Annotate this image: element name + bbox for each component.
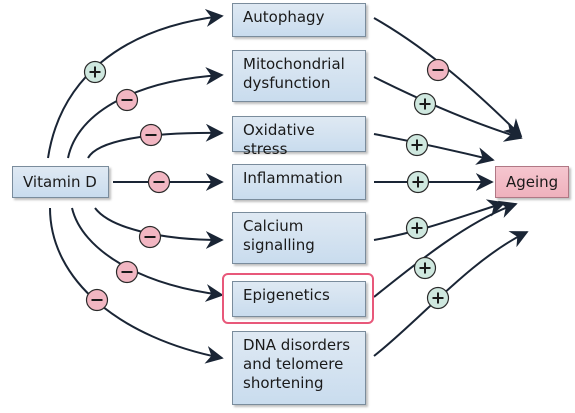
minus-sign-out-autophagy — [426, 58, 450, 82]
mechanism-mitochondrial-dysfunction: Mitochondrial dysfunction — [232, 50, 366, 102]
minus-sign-in-mito — [115, 88, 139, 112]
arrow-epigenetics-to-ageing — [373, 200, 518, 298]
plus-sign-out-calcium — [405, 216, 429, 240]
arrow-dna-to-ageing — [373, 231, 529, 357]
plus-sign-out-inflammation — [406, 170, 430, 194]
mechanism-label: Mitochondrial dysfunction — [243, 55, 345, 92]
minus-sign-in-oxidative — [139, 123, 163, 147]
mechanism-epigenetics: Epigenetics — [232, 281, 366, 317]
minus-sign-in-calcium — [138, 225, 162, 249]
vitamin-d-node: Vitamin D — [12, 166, 109, 198]
mechanism-label: Autophagy — [243, 8, 325, 26]
minus-sign-in-epigenetics — [115, 260, 139, 284]
mechanism-dna-disorders: DNA disorders and telomere shortening — [232, 331, 366, 405]
mechanism-inflammation: Inflammation — [232, 164, 366, 200]
sign-layer — [83, 58, 450, 312]
mechanism-label: Inflammation — [243, 169, 343, 187]
plus-sign-out-mito — [413, 92, 437, 116]
arrow-vitamin-d-to-oxidative — [87, 123, 224, 159]
arrow-vitamin-d-to-mito — [67, 67, 224, 159]
arrow-vitamin-d-to-epigenetics — [71, 207, 224, 302]
plus-sign-out-epigenetics — [413, 256, 437, 280]
mechanism-label: Epigenetics — [243, 286, 330, 304]
minus-sign-in-dna — [85, 288, 109, 312]
plus-sign-in-autophagy — [83, 60, 107, 84]
mechanism-label: Oxidative stress — [243, 121, 315, 158]
mechanism-autophagy: Autophagy — [232, 3, 366, 37]
plus-sign-out-dna — [426, 286, 450, 310]
arrow-oxidative-to-ageing — [373, 133, 495, 165]
mechanism-label: DNA disorders and telomere shortening — [243, 336, 351, 392]
mechanism-oxidative-stress: Oxidative stress — [232, 116, 366, 158]
arrow-autophagy-to-ageing — [373, 17, 523, 138]
epigenetics-highlight — [222, 273, 374, 324]
minus-sign-in-inflammation — [147, 170, 171, 194]
arrow-vitamin-d-to-autophagy — [47, 8, 224, 159]
vitamin-d-label: Vitamin D — [23, 172, 97, 191]
mechanism-label: Calcium signalling — [243, 217, 315, 254]
ageing-label: Ageing — [506, 172, 559, 191]
mechanism-calcium-signalling: Calcium signalling — [232, 212, 366, 264]
arrow-calcium-to-ageing — [373, 199, 506, 241]
plus-sign-out-oxidative — [405, 133, 429, 157]
ageing-node: Ageing — [495, 166, 569, 198]
arrow-mito-to-ageing — [373, 76, 523, 142]
